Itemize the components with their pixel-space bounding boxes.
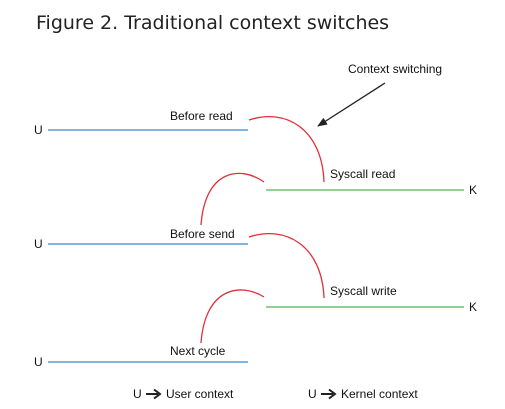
legend-user-arrow-icon xyxy=(146,388,162,400)
legend: U User context U Kernel context xyxy=(133,387,418,401)
legend-user-symbol: U xyxy=(133,387,142,401)
syscall-read-label: Syscall read xyxy=(330,167,395,181)
legend-kernel-text: Kernel context xyxy=(341,387,418,401)
next-cycle-label: Next cycle xyxy=(170,344,226,358)
context-switching-label: Context switching xyxy=(348,62,442,76)
user-prefix-2: U xyxy=(34,237,43,251)
user-prefix-1: U xyxy=(34,123,43,137)
switch-curve-down-1 xyxy=(248,116,325,183)
legend-kernel-symbol: U xyxy=(308,387,317,401)
switch-curve-up-2 xyxy=(200,289,265,344)
syscall-write-label: Syscall write xyxy=(330,284,397,298)
switch-curve-down-2 xyxy=(248,233,325,299)
before-send-label: Before send xyxy=(170,227,235,241)
user-prefix-3: U xyxy=(34,355,43,369)
figure-title: Figure 2. Traditional context switches xyxy=(36,12,390,34)
legend-kernel-arrow-icon xyxy=(321,388,337,400)
kernel-suffix-2: K xyxy=(469,300,477,314)
switch-curve-up-1 xyxy=(200,172,265,226)
context-switching-arrow xyxy=(317,82,386,127)
before-read-label: Before read xyxy=(170,109,233,123)
legend-user-text: User context xyxy=(166,387,234,401)
kernel-suffix-1: K xyxy=(469,183,477,197)
